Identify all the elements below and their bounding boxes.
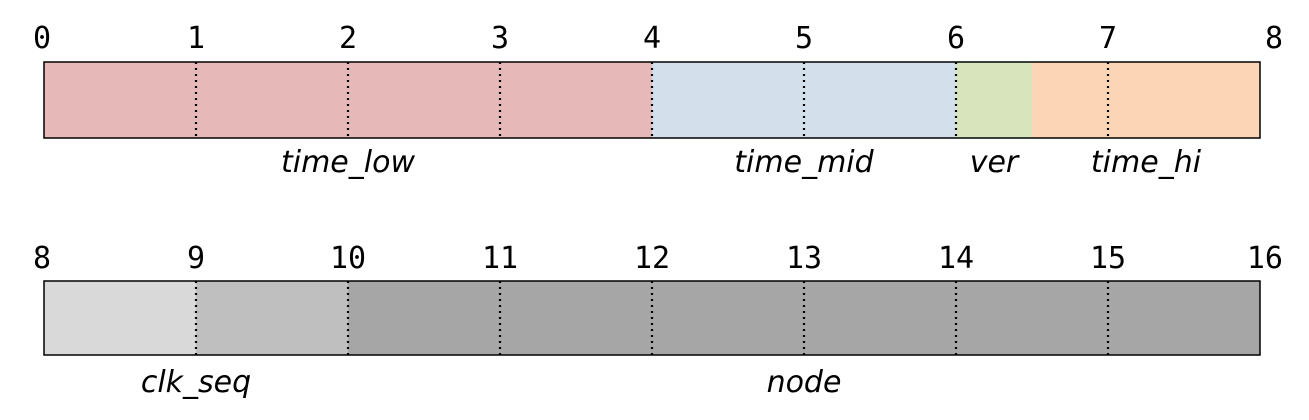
byte-offset-label: 3 — [491, 21, 509, 56]
field-segment — [44, 281, 196, 355]
row-outline — [43, 280, 1261, 356]
field-segment — [1032, 62, 1260, 138]
byte-offset-label: 12 — [634, 241, 670, 276]
byte-offset-label: 16 — [1247, 241, 1283, 276]
row-bytes-0-8: 0 1 2 3 4 5 6 7 8 time_low time_mid ver time_hi — [33, 21, 1283, 180]
byte-offset-label: 2 — [339, 21, 357, 56]
byte-offset-label: 1 — [187, 21, 205, 56]
byte-offset-label: 15 — [1090, 241, 1126, 276]
byte-offset-label: 11 — [482, 241, 518, 276]
byte-offset-label: 8 — [1265, 21, 1283, 56]
field-label: node — [767, 365, 842, 400]
byte-offset-label: 6 — [947, 21, 965, 56]
field-segment — [956, 62, 1032, 138]
byte-offset-label: 14 — [938, 241, 974, 276]
row-bytes-8-16: 8 9 10 11 12 13 14 15 16 clk_seq node — [33, 241, 1283, 400]
byte-offset-label: 9 — [187, 241, 205, 276]
byte-offset-label: 5 — [795, 21, 813, 56]
field-label: time_hi — [1091, 145, 1202, 180]
field-label: clk_seq — [141, 365, 251, 400]
row-outline — [43, 61, 1261, 139]
field-label: time_low — [281, 145, 415, 180]
byte-offset-label: 13 — [786, 241, 822, 276]
byte-offset-label: 10 — [330, 241, 366, 276]
byte-offset-label: 0 — [33, 21, 51, 56]
field-label: time_mid — [734, 145, 874, 180]
byte-offset-label: 4 — [643, 21, 661, 56]
byte-offset-label: 8 — [33, 241, 51, 276]
field-label: ver — [970, 145, 1020, 180]
byte-offset-label: 7 — [1099, 21, 1117, 56]
field-segment — [196, 281, 348, 355]
